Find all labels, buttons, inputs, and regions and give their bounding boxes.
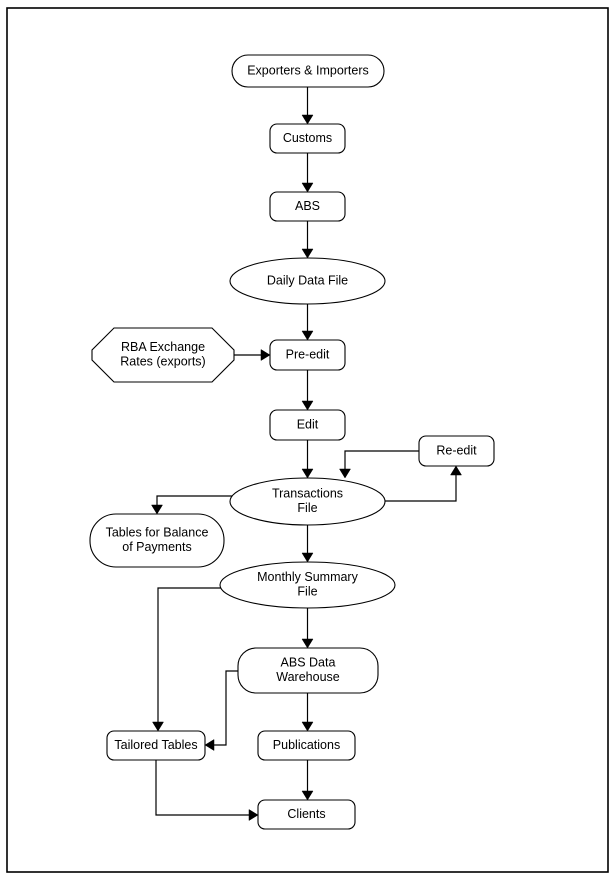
abs-data-warehouse-shape <box>237 647 379 694</box>
publications-label: Publications <box>273 738 340 752</box>
edge-monthly-to-warehouse <box>301 608 314 649</box>
rba-exchange-rates-label: RBA Exchange <box>121 340 205 354</box>
monthly-summary-file-label: Monthly Summary <box>257 570 358 584</box>
tailored-tables-shape <box>106 730 206 761</box>
node-pre-edit[interactable]: Pre-edit <box>269 339 346 371</box>
rba-exchange-rates-shape <box>91 327 235 383</box>
abs-shape <box>269 191 346 222</box>
arrowhead-down <box>339 468 351 479</box>
edge-daily-to-preedit <box>301 304 314 341</box>
node-publications[interactable]: Publications <box>257 730 356 761</box>
arrowhead-down <box>301 468 314 479</box>
connector-line <box>155 760 253 816</box>
arrowhead-right <box>260 349 271 361</box>
connector-line <box>157 587 232 726</box>
daily-data-file-shape <box>229 257 386 305</box>
edge-tailored-to-clients <box>155 760 259 821</box>
node-re-edit[interactable]: Re-edit <box>418 435 495 467</box>
arrowhead-down <box>301 790 314 801</box>
tailored-tables-label: Tailored Tables <box>114 738 197 752</box>
connector-line <box>156 495 237 509</box>
arrowhead-down <box>301 182 314 193</box>
pre-edit-label: Pre-edit <box>286 347 330 361</box>
edit-label: Edit <box>297 417 319 431</box>
edge-preedit-to-edit <box>301 370 314 411</box>
edge-transactions-to-reedit <box>385 465 462 502</box>
arrowhead-down <box>152 721 164 732</box>
edge-reedit-to-transactions <box>339 450 419 479</box>
edge-edit-to-transactions <box>301 440 314 479</box>
customs-shape <box>269 123 346 154</box>
daily-data-file-label: Daily Data File <box>267 273 348 287</box>
clients-shape <box>257 799 356 830</box>
transactions-file-label: File <box>297 501 317 515</box>
edit-shape <box>269 409 346 441</box>
monthly-summary-file-label: File <box>297 585 317 599</box>
connector-line <box>210 670 240 746</box>
edge-transactions-to-bop <box>151 495 237 515</box>
monthly-summary-file-shape <box>219 561 396 609</box>
arrowhead-down <box>301 248 314 259</box>
clients-label: Clients <box>287 807 325 821</box>
tables-balance-payments-shape <box>89 513 225 568</box>
arrowhead-down <box>301 552 314 563</box>
node-edit[interactable]: Edit <box>269 409 346 441</box>
exporters-importers-shape <box>231 54 385 88</box>
transactions-file-label: Transactions <box>272 487 343 501</box>
node-tailored-tables[interactable]: Tailored Tables <box>106 730 206 761</box>
edge-rba-to-preedit <box>234 349 271 361</box>
arrowhead-right <box>248 809 259 821</box>
node-clients[interactable]: Clients <box>257 799 356 830</box>
node-customs[interactable]: Customs <box>269 123 346 154</box>
arrowhead-down <box>301 638 314 649</box>
node-exporters-importers[interactable]: Exporters & Importers <box>231 54 385 88</box>
edge-monthly-to-tailored <box>152 587 232 732</box>
arrowhead-down <box>151 504 163 515</box>
abs-label: ABS <box>295 199 320 213</box>
edge-customs-to-abs <box>301 153 314 193</box>
transactions-file-shape <box>229 477 386 526</box>
re-edit-label: Re-edit <box>436 443 477 457</box>
tables-balance-payments-label: Tables for Balance <box>106 526 209 540</box>
connector-line <box>385 471 457 502</box>
abs-data-warehouse-label: ABS Data <box>281 656 336 670</box>
edge-exporters-to-customs <box>301 87 314 125</box>
edge-abs-to-daily <box>301 221 314 259</box>
exporters-importers-label: Exporters & Importers <box>247 63 369 77</box>
edge-publications-to-clients <box>301 760 314 801</box>
customs-label: Customs <box>283 131 332 145</box>
rba-exchange-rates-label: Rates (exports) <box>120 355 205 369</box>
edge-transactions-to-monthly <box>301 525 314 563</box>
arrowhead-down <box>301 114 314 125</box>
node-daily-data-file[interactable]: Daily Data File <box>229 257 386 305</box>
arrowhead-left <box>204 739 215 751</box>
flowchart-edges-layer <box>151 87 462 821</box>
edge-warehouse-to-tailored <box>204 670 240 751</box>
node-abs[interactable]: ABS <box>269 191 346 222</box>
abs-data-warehouse-label: Warehouse <box>276 670 340 684</box>
pre-edit-shape <box>269 339 346 371</box>
arrowhead-up <box>450 465 462 476</box>
publications-shape <box>257 730 356 761</box>
arrowhead-down <box>301 721 314 732</box>
arrowhead-down <box>301 400 314 411</box>
diagram-frame-border <box>6 7 609 873</box>
re-edit-shape <box>418 435 495 467</box>
edge-warehouse-to-publications <box>301 693 314 732</box>
tables-balance-payments-label: of Payments <box>122 540 191 554</box>
connector-line <box>344 450 419 473</box>
arrowhead-down <box>301 330 314 341</box>
